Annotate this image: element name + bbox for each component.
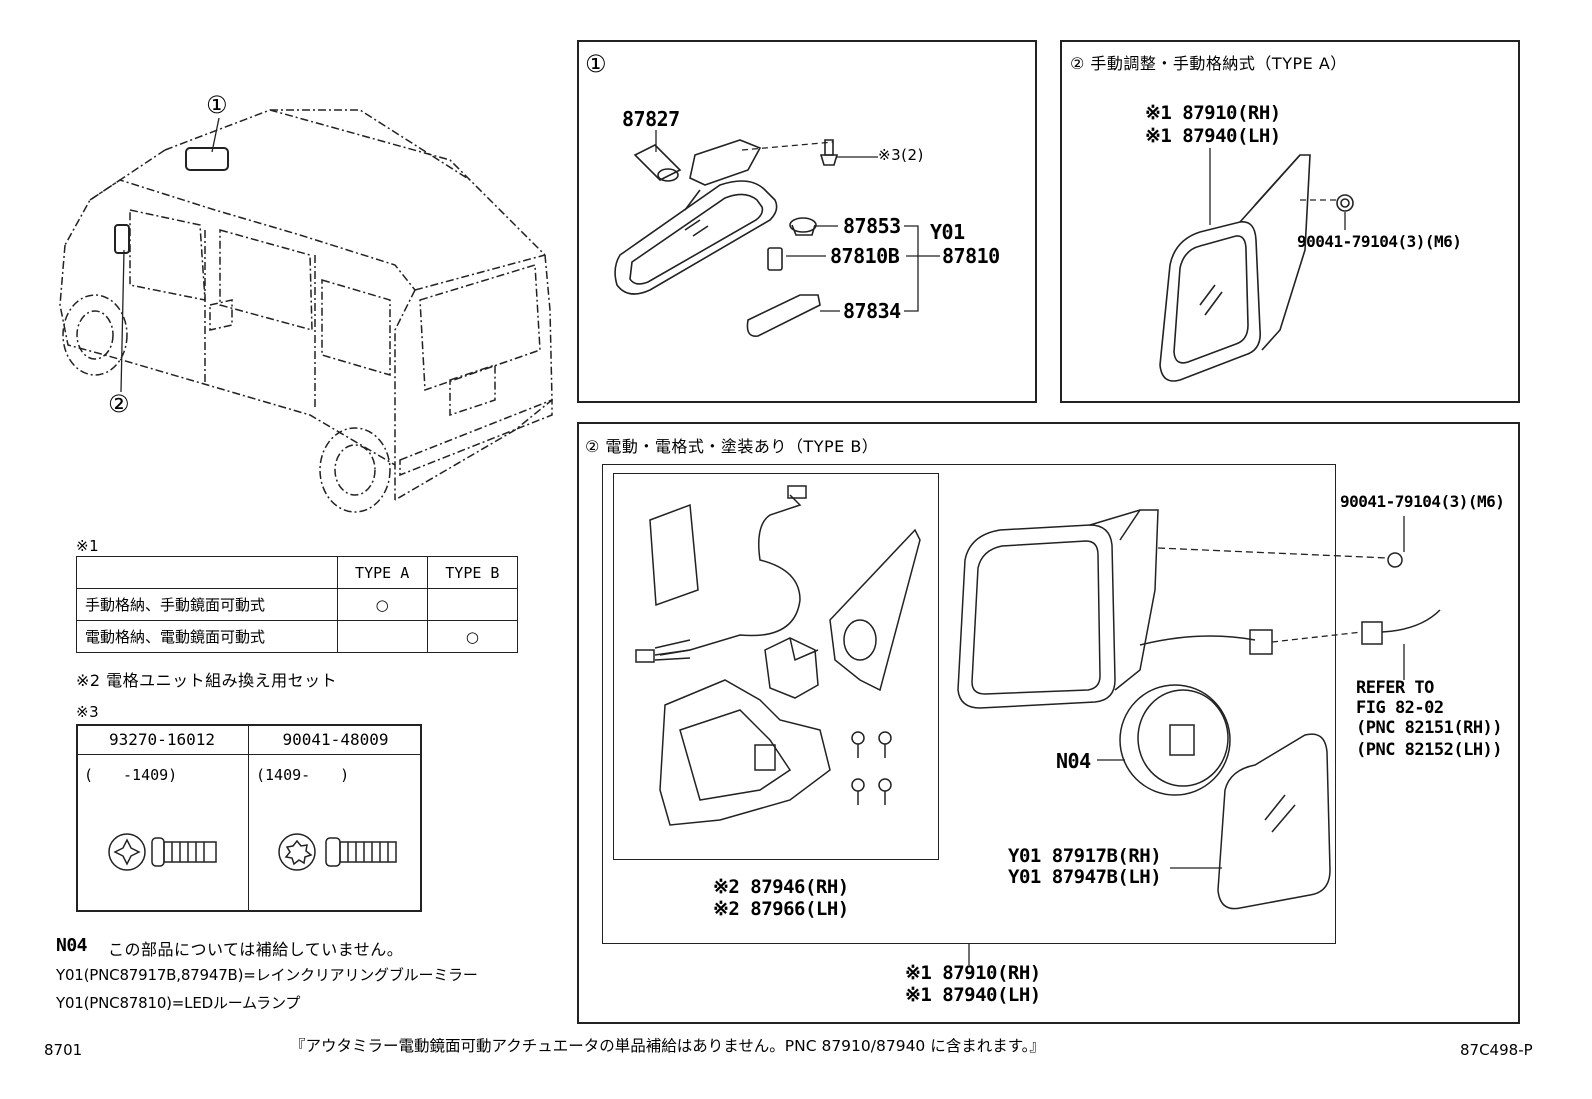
table-row: 電動格納、電動鏡面可動式 ○ xyxy=(76,620,519,653)
panel2b-header: ② 電動・電格式・塗装あり（TYPE B） xyxy=(585,437,879,456)
panel-inner-mirror xyxy=(577,40,1037,403)
label-assy-rh: ※1 87910(RH) xyxy=(905,962,1041,984)
screw-col2-range: (1409- ) xyxy=(256,766,350,784)
note3-label: ※3 xyxy=(76,703,100,721)
footer-drawing-code: 87C498-P xyxy=(1460,1041,1533,1059)
label-glass-rh: Y01 87917B(RH) xyxy=(1008,845,1162,867)
label-type-a-lh: ※1 87940(LH) xyxy=(1145,125,1281,147)
label-refer-4: (PNC 82152(LH)) xyxy=(1356,740,1503,760)
row-label-electric: 電動格納、電動鏡面可動式 xyxy=(76,620,338,653)
label-note3-screw: ※3(2) xyxy=(878,146,924,164)
label-87834: 87834 xyxy=(843,299,901,323)
label-type-a-nut: 90041-79104(3)(M6) xyxy=(1297,232,1462,251)
label-refer-2: FIG 82-02 xyxy=(1356,698,1444,718)
type-b-assembly-frame xyxy=(602,464,1336,944)
screw-table-column-rule xyxy=(248,724,249,912)
label-type-b-nut: 90041-79104(3)(M6) xyxy=(1340,492,1505,511)
label-type-a-rh: ※1 87910(RH) xyxy=(1145,102,1281,124)
type-table-header: TYPE A TYPE B xyxy=(76,556,519,589)
screw-col1-header: 93270-16012 xyxy=(109,730,215,749)
label-87810: 87810 xyxy=(942,244,1000,268)
footnote-y01-line2: Y01(PNC87810)=LEDルームランプ xyxy=(56,994,301,1012)
table-row: 手動格納、手動鏡面可動式 ○ xyxy=(76,588,519,621)
screw-table-header-rule xyxy=(76,754,422,755)
panel-outer-mirror-type-b xyxy=(577,422,1520,1024)
label-refer-3: (PNC 82151(RH)) xyxy=(1356,718,1503,738)
type-a-header: TYPE A xyxy=(336,556,428,589)
callout-2-vehicle: ② xyxy=(108,390,130,418)
screw-col2-header: 90041-48009 xyxy=(282,730,389,749)
footnote-y01-line1: Y01(PNC87917B,87947B)=レインクリアリングブルーミラー xyxy=(56,966,478,984)
row-electric-type-a xyxy=(336,620,428,653)
type-table: TYPE A TYPE B 手動格納、手動鏡面可動式 ○ 電動格納、電動鏡面可動… xyxy=(76,556,519,653)
label-87810b: 87810B xyxy=(830,244,900,268)
note2-text: ※2 電格ユニット組み換え用セット xyxy=(76,671,338,690)
panel-outer-mirror-type-a xyxy=(1060,40,1520,403)
row-manual-type-a: ○ xyxy=(336,588,428,621)
row-label-manual: 手動格納、手動鏡面可動式 xyxy=(76,588,338,621)
footer-note: 『アウタミラー電動鏡面可動アクチュエータの単品補給はありません。PNC 8791… xyxy=(290,1037,1045,1055)
row-electric-type-b: ○ xyxy=(426,620,519,653)
label-refer-1: REFER TO xyxy=(1356,678,1434,698)
footer-figure-number: 8701 xyxy=(44,1041,83,1059)
screw-table xyxy=(76,724,422,912)
label-n04: N04 xyxy=(1056,749,1091,773)
footnote-n04-text: この部品については補給していません。 xyxy=(108,940,404,959)
label-assy-lh: ※1 87940(LH) xyxy=(905,984,1041,1006)
panel1-marker: ① xyxy=(585,50,607,78)
label-87853: 87853 xyxy=(843,214,901,238)
label-kit-rh: ※2 87946(RH) xyxy=(713,876,849,898)
footnote-n04-code: N04 xyxy=(56,935,88,956)
panel2a-header: ② 手動調整・手動格納式（TYPE A） xyxy=(1070,54,1347,73)
callout-1-vehicle: ① xyxy=(206,91,228,119)
label-y01-lamp: Y01 xyxy=(930,220,965,244)
type-b-kit-frame xyxy=(613,473,939,860)
screw-col1-range: ( -1409) xyxy=(84,766,178,784)
label-glass-lh: Y01 87947B(LH) xyxy=(1008,866,1162,888)
note1-label: ※1 xyxy=(76,537,100,555)
label-87827: 87827 xyxy=(622,107,680,131)
label-kit-lh: ※2 87966(LH) xyxy=(713,898,849,920)
